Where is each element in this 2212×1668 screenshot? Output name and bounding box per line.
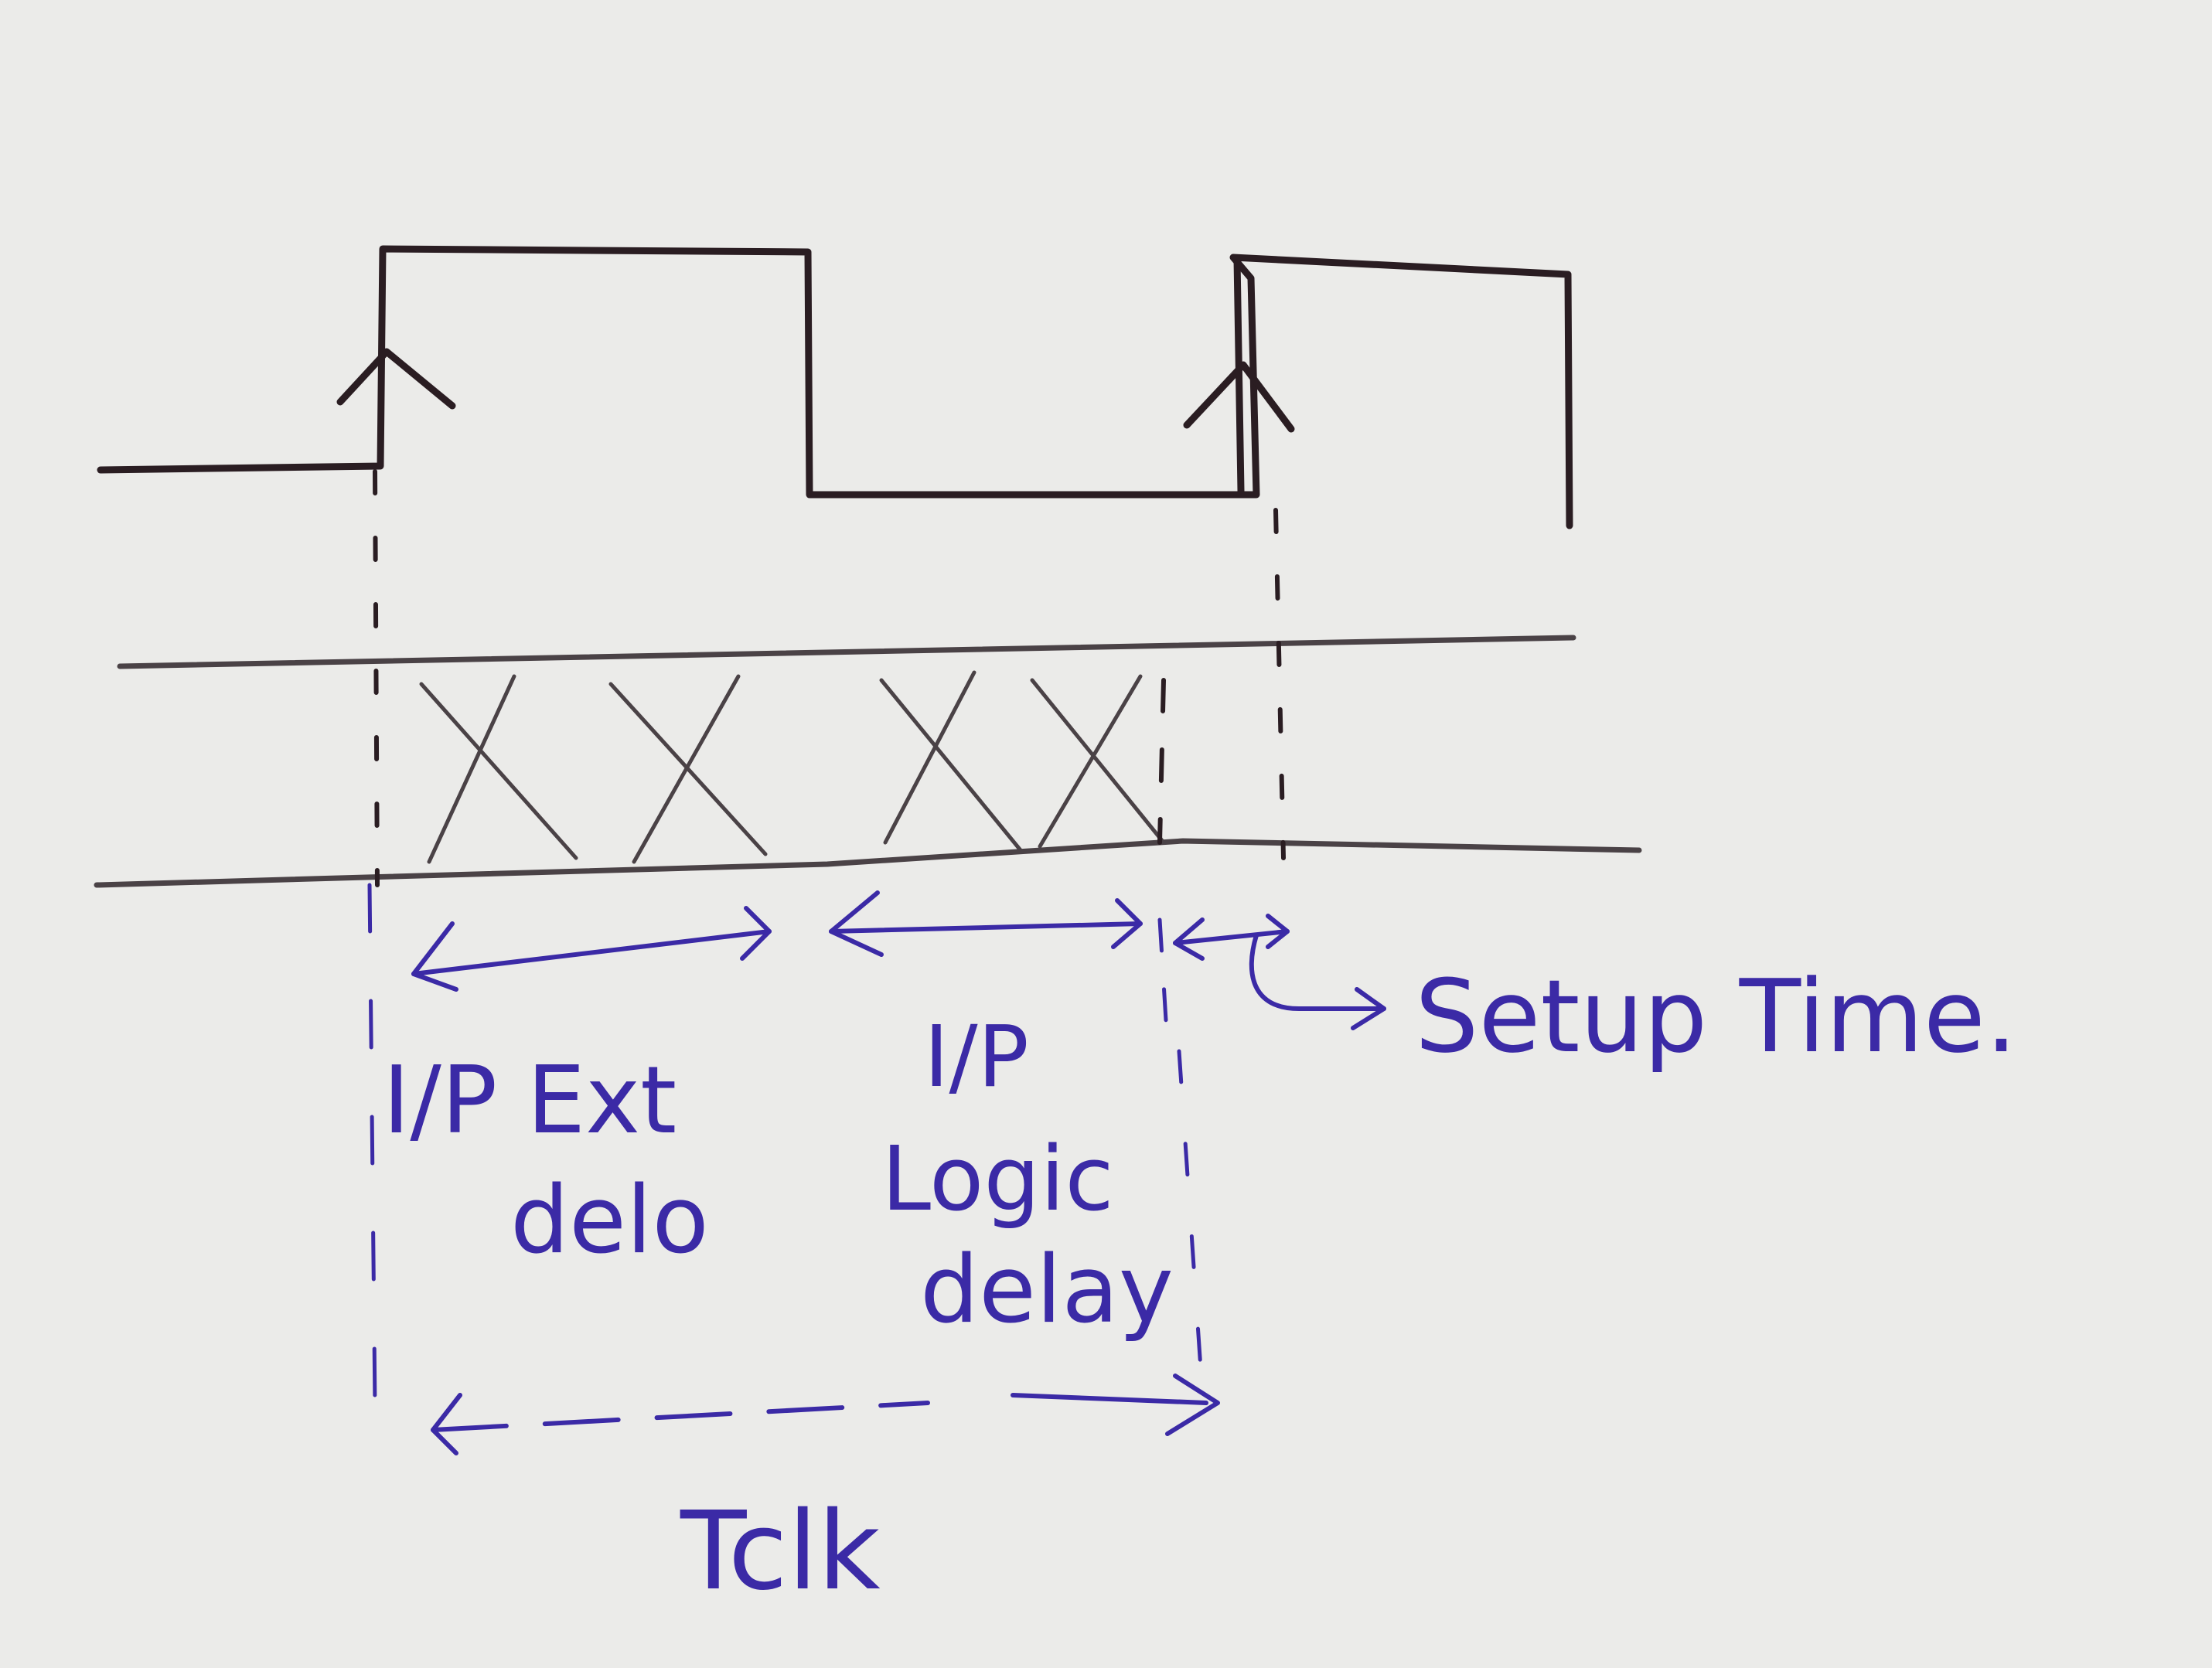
ip-logic-arrow-right-head-icon <box>1111 898 1143 949</box>
ip-logic-label-line1: I/P <box>924 1007 1029 1106</box>
clock-waveform <box>97 245 1573 529</box>
guide-line-tclk-start <box>367 883 377 1409</box>
guide-line-clock-edge-1 <box>373 469 380 887</box>
guide-line-clock-edge-2 <box>1273 508 1286 860</box>
rising-edge-arrow-icon-2 <box>1183 361 1295 433</box>
clock-signal-line <box>97 245 1573 529</box>
measurement-arrows <box>411 890 1386 1455</box>
labels: I/P Ext delo I/P Logic delay Setup Time.… <box>383 958 2017 1615</box>
data-transition-marks <box>419 670 1166 864</box>
guide-line-setup-start-blue <box>1157 917 1168 1023</box>
clock-rising-edge-2 <box>1233 255 1245 495</box>
setup-arrow-right-head-icon <box>1266 914 1290 949</box>
setup-callout-arrowhead-icon <box>1351 987 1386 1030</box>
data-bus <box>94 635 1642 888</box>
ip-logic-arrow-left-head-icon <box>829 890 884 957</box>
data-bus-bottom-line <box>94 838 1642 888</box>
data-bus-top-line <box>117 635 1576 669</box>
ip-logic-delay-arrow <box>829 921 1143 934</box>
setup-time-arrow <box>1173 929 1290 945</box>
tclk-label: Tclk <box>680 1489 881 1615</box>
guide-line-tclk-end <box>1177 1049 1205 1394</box>
setup-arrow-left-head-icon <box>1173 917 1205 961</box>
setup-time-callout <box>1249 933 1386 1011</box>
ip-ext-label-line1: I/P Ext <box>383 1047 677 1155</box>
ip-ext-arrow-right-head-icon <box>740 906 772 961</box>
ip-ext-delay-arrow <box>411 929 772 976</box>
tclk-arrow-left-head-icon <box>431 1393 462 1455</box>
tclk-arrow-right-head-icon <box>1165 1374 1220 1436</box>
guide-line-setup-start <box>1157 678 1166 845</box>
tclk-arrow-left-segment <box>431 1401 930 1432</box>
ip-logic-label-line3: delay <box>920 1237 1174 1344</box>
rising-edge-arrow-icon <box>336 348 456 410</box>
tclk-arrow-right-segment <box>1011 1393 1208 1405</box>
ip-ext-label-line2: delo <box>510 1167 709 1275</box>
guide-lines <box>367 469 1286 1409</box>
ip-ext-arrow-left-head-icon <box>411 921 458 992</box>
setup-time-label: Setup Time. <box>1415 958 2017 1075</box>
ip-logic-label-line2: Logic <box>881 1128 1114 1231</box>
